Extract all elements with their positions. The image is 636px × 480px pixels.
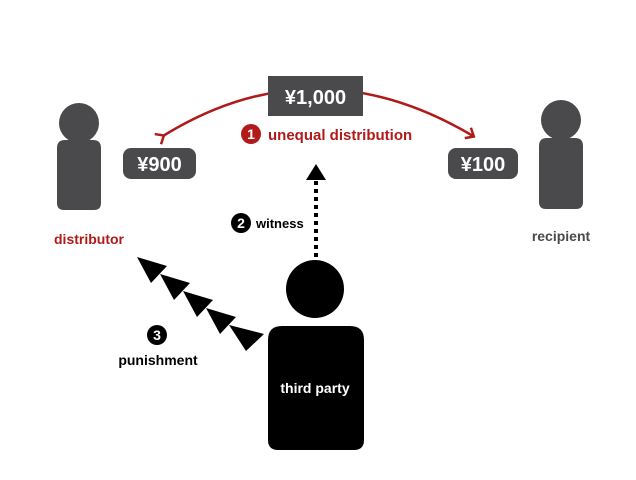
third-party-person-icon bbox=[268, 260, 364, 450]
recipient-label: recipient bbox=[532, 228, 591, 244]
total-amount-box: ¥1,000 bbox=[268, 76, 363, 116]
recipient-person-icon bbox=[539, 100, 583, 209]
svg-text:¥900: ¥900 bbox=[137, 154, 182, 176]
svg-text:3: 3 bbox=[153, 327, 161, 343]
step-2-badge: 2 bbox=[231, 213, 251, 233]
third-party-label: third party bbox=[280, 380, 349, 396]
step-3-label: punishment bbox=[118, 352, 198, 368]
distributor-share-badge: ¥900 bbox=[123, 148, 196, 179]
witness-arrowhead-icon bbox=[306, 164, 326, 180]
step-2-label: witness bbox=[255, 216, 304, 231]
svg-text:¥1,000: ¥1,000 bbox=[285, 87, 346, 109]
distributor-label: distributor bbox=[54, 231, 125, 247]
chevron-arrow-icon bbox=[137, 257, 264, 351]
step-3-badge: 3 bbox=[147, 325, 167, 345]
recipient-share-badge: ¥100 bbox=[448, 148, 518, 179]
svg-text:¥100: ¥100 bbox=[461, 154, 506, 176]
distributor-person-icon bbox=[57, 103, 101, 210]
step-1-badge: 1 bbox=[241, 124, 261, 144]
svg-text:1: 1 bbox=[247, 126, 255, 142]
step-1-label: unequal distribution bbox=[268, 127, 412, 144]
svg-text:2: 2 bbox=[237, 215, 245, 231]
